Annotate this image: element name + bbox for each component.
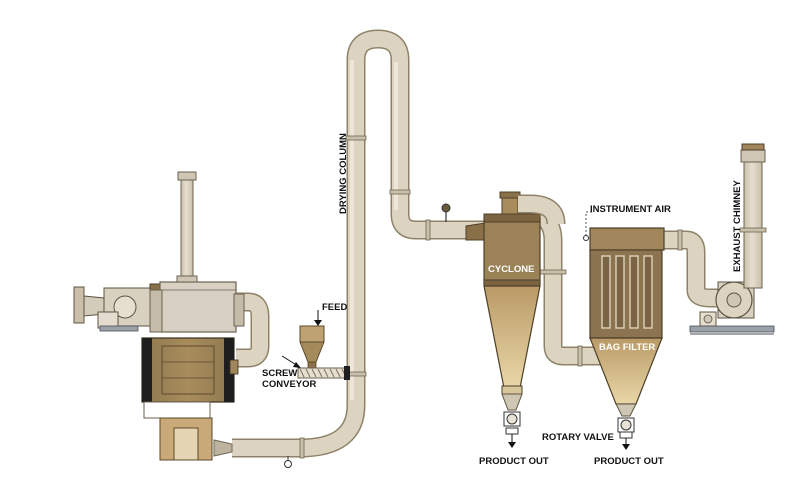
cyclone xyxy=(465,191,541,411)
screw-conveyor xyxy=(281,355,350,380)
rotary-valve-cyclone xyxy=(503,411,521,448)
label-bag-filter: BAG FILTER xyxy=(599,342,655,353)
label-exhaust-chimney: EXHAUST CHIMNEY xyxy=(732,179,743,272)
label-drying-column: DRYING COLUMN xyxy=(338,133,349,214)
feed-hopper xyxy=(299,310,325,369)
filter-to-fan-duct xyxy=(662,232,718,306)
rotary-valve-filter xyxy=(617,417,635,450)
temperature-gauge xyxy=(441,203,451,222)
cyclone-outlet-duct xyxy=(518,194,566,225)
air-inlet-damper xyxy=(213,439,292,468)
exhaust-chimney xyxy=(739,143,767,289)
label-instrument-air: INSTRUMENT AIR xyxy=(590,204,671,215)
label-product-out-2: PRODUCT OUT xyxy=(594,456,664,467)
label-rotary-valve: ROTARY VALVE xyxy=(542,432,614,443)
label-feed: FEED xyxy=(322,302,347,313)
label-screw: SCREW xyxy=(262,368,297,379)
label-cyclone: CYCLONE xyxy=(488,264,534,275)
main-duct xyxy=(232,31,500,456)
heater-return-duct xyxy=(236,294,268,366)
hot-air-generator xyxy=(73,171,245,461)
duct-flanges xyxy=(299,135,683,459)
label-conveyor: CONVEYOR xyxy=(262,379,317,390)
bag-filter xyxy=(583,211,665,417)
label-product-out-1: PRODUCT OUT xyxy=(479,456,549,467)
